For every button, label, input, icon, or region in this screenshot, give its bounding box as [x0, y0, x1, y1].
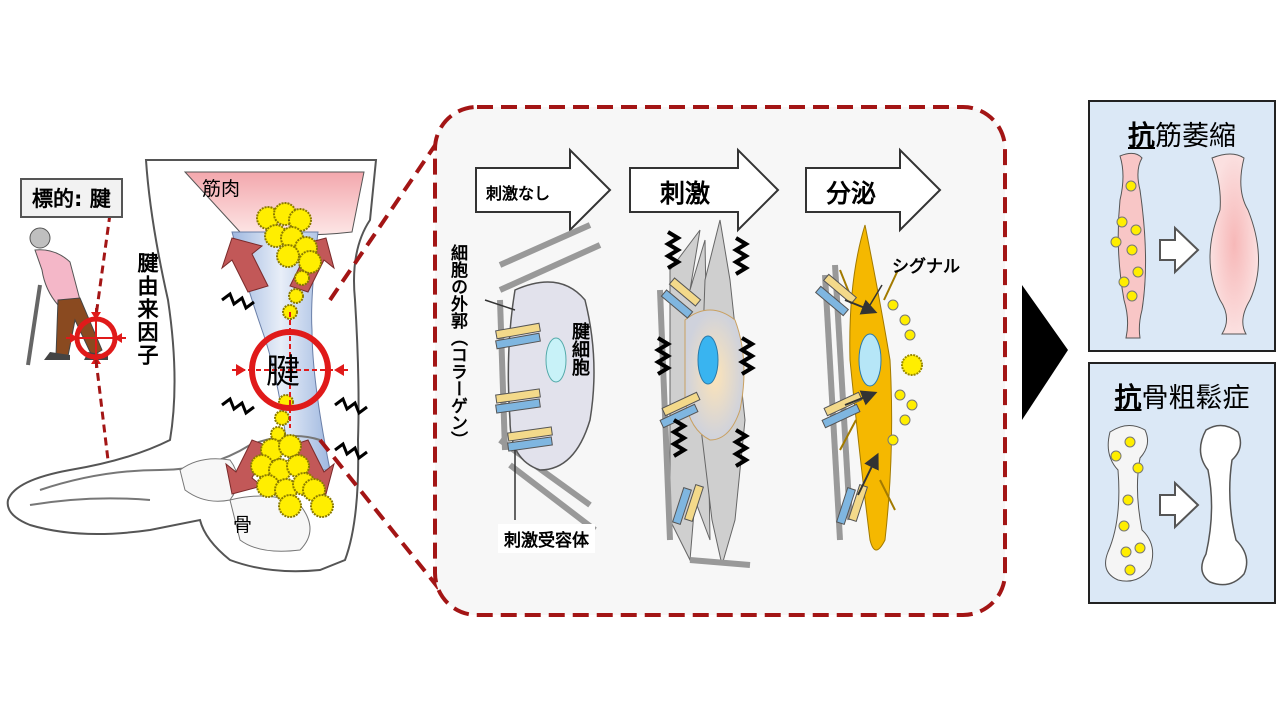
signal-label: シグナル: [892, 257, 960, 277]
factor-particle: [280, 226, 304, 250]
stage-label-2: 刺激: [660, 179, 711, 208]
panel-anti-osteoporosis: 抗骨粗鬆症: [1088, 362, 1276, 604]
cane-icon: [26, 284, 42, 366]
connector-dashed-top: [94, 213, 112, 317]
factor-particle: [292, 472, 316, 496]
factor-particle: [274, 478, 298, 502]
target-reticle-icon: [66, 308, 126, 368]
tendon-factor-label: 腱由来因子: [135, 252, 159, 367]
factor-particle: [278, 394, 294, 410]
factor-particle: [268, 458, 292, 482]
factor-particle: [310, 494, 334, 518]
factor-particle: [302, 478, 326, 502]
factor-particle: [273, 202, 297, 226]
cell-outer-label: 細胞の外郭（コラーゲン）: [447, 244, 467, 448]
factor-particle: [270, 426, 286, 442]
factor-particle: [288, 208, 312, 232]
cell-stimulated: [654, 219, 756, 568]
factor-particle: [278, 434, 302, 458]
tendon-cell-label: 腱細胞: [569, 322, 590, 376]
panel-title-bone: 抗骨粗鬆症: [1114, 383, 1250, 414]
factor-particle: [276, 244, 300, 268]
receptor-label: 刺激受容体: [498, 524, 595, 553]
muscle-label: 筋肉: [202, 178, 241, 200]
zoom-line-top: [328, 136, 442, 302]
factor-particle: [298, 250, 322, 274]
tendon-label: 腱: [266, 352, 300, 392]
factor-particle: [286, 454, 310, 478]
target-label: 標的: 腱: [20, 178, 123, 218]
factor-particle: [288, 288, 304, 304]
bone-label: 骨: [233, 514, 253, 536]
factor-particle: [274, 410, 290, 426]
factor-particle: [294, 270, 310, 286]
panel-bone-illustration: [1105, 424, 1248, 586]
zoom-line-bottom: [318, 438, 442, 592]
factor-particle: [282, 304, 298, 320]
cell-unstimulated: [484, 222, 602, 533]
factor-particle: [278, 494, 302, 518]
factor-particle: [256, 206, 280, 230]
connector-dashed-bottom: [94, 359, 110, 461]
factor-particle: [260, 438, 284, 462]
factor-particle: [294, 236, 318, 260]
factor-particle: [256, 474, 280, 498]
panel-anti-muscle-atrophy: 抗筋萎縮: [1088, 100, 1276, 352]
stage-label-3: 分泌: [826, 179, 877, 208]
elderly-person-figure: [26, 227, 108, 366]
stage-label-1: 刺激なし: [486, 184, 551, 203]
factor-particle: [264, 224, 288, 248]
result-arrow-icon: [1022, 285, 1068, 420]
ankle-anatomy: [6, 159, 378, 573]
panel-title-muscle: 抗筋萎縮: [1128, 121, 1236, 152]
factor-particle: [250, 454, 274, 478]
